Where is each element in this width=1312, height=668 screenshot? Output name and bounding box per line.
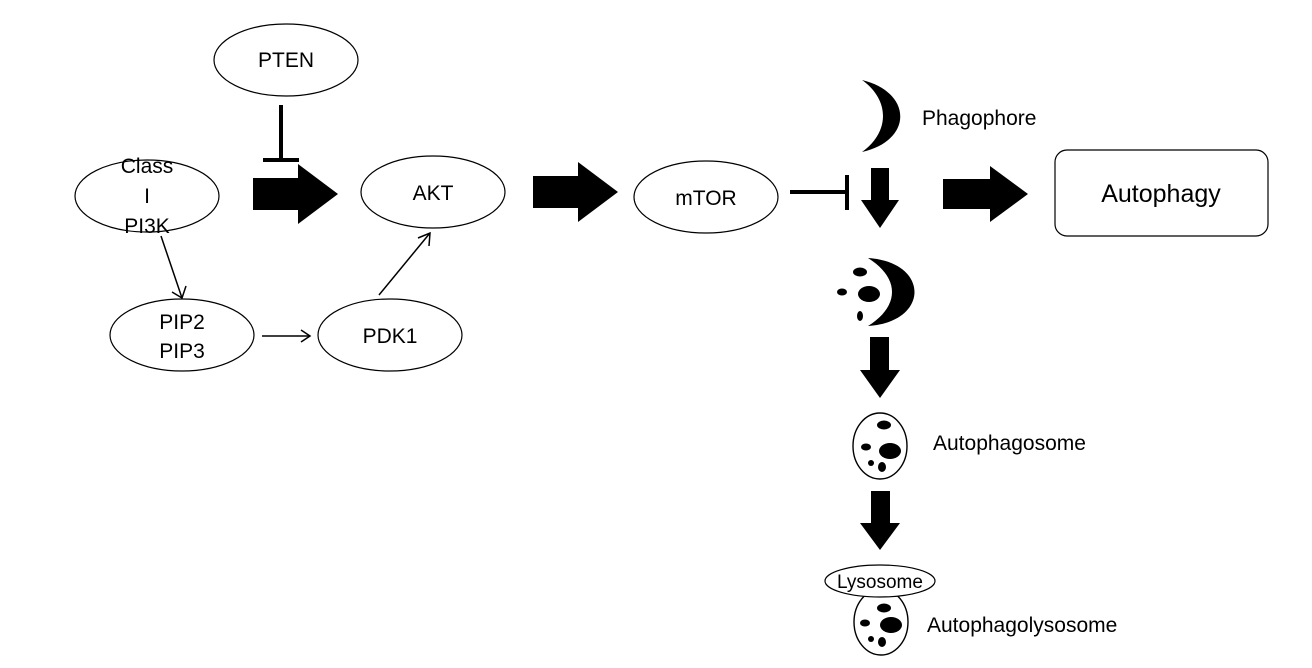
lysosome-label: Lysosome bbox=[837, 572, 923, 593]
pdk1-label: PDK1 bbox=[363, 325, 418, 348]
pip2-label: PIP2 bbox=[159, 311, 205, 334]
autophagosome-label: Autophagosome bbox=[933, 432, 1086, 455]
mtor-inhibition bbox=[790, 175, 849, 210]
pip-to-pdk1-arrow bbox=[262, 329, 312, 343]
akt-label: AKT bbox=[413, 182, 454, 205]
autophagosome bbox=[852, 412, 908, 480]
pten-inhibition bbox=[263, 105, 299, 162]
akt-node: AKT bbox=[360, 155, 506, 229]
engulfing-down-arrow bbox=[860, 337, 900, 398]
mtor-node: mTOR bbox=[633, 160, 779, 234]
pi3k-to-pip-arrow bbox=[160, 235, 187, 300]
class-numeral-label: I bbox=[144, 185, 150, 208]
autophagy-box: Autophagy bbox=[1054, 149, 1269, 237]
autophagolysosome bbox=[853, 588, 909, 656]
mtor-label: mTOR bbox=[675, 187, 736, 210]
autophagosome-down-arrow bbox=[860, 491, 900, 550]
pi3k-label: PI3K bbox=[124, 215, 170, 238]
phagophore-down-arrow bbox=[861, 168, 899, 228]
pip2-pip3-node: PIP2 PIP3 bbox=[109, 298, 255, 372]
to-autophagy-arrow bbox=[943, 166, 1028, 222]
class-i-pi3k-node: Class I PI3K bbox=[74, 155, 220, 238]
lysosome-node: Lysosome bbox=[824, 564, 936, 598]
pdk1-node: PDK1 bbox=[317, 298, 463, 372]
pip3-label: PIP3 bbox=[159, 340, 205, 363]
pdk1-to-akt-arrow bbox=[378, 231, 431, 296]
engulfing-phagophore bbox=[837, 258, 915, 326]
class-label: Class bbox=[121, 155, 174, 178]
pi3k-to-akt-arrow bbox=[253, 164, 338, 224]
akt-to-mtor-arrow bbox=[533, 162, 618, 222]
pten-node: PTEN bbox=[213, 23, 359, 97]
phagophore-crescent bbox=[862, 80, 901, 152]
pten-label: PTEN bbox=[258, 49, 314, 72]
autophagy-label: Autophagy bbox=[1101, 180, 1221, 208]
autophagolysosome-label: Autophagolysosome bbox=[927, 614, 1117, 637]
phagophore-label: Phagophore bbox=[922, 107, 1036, 130]
